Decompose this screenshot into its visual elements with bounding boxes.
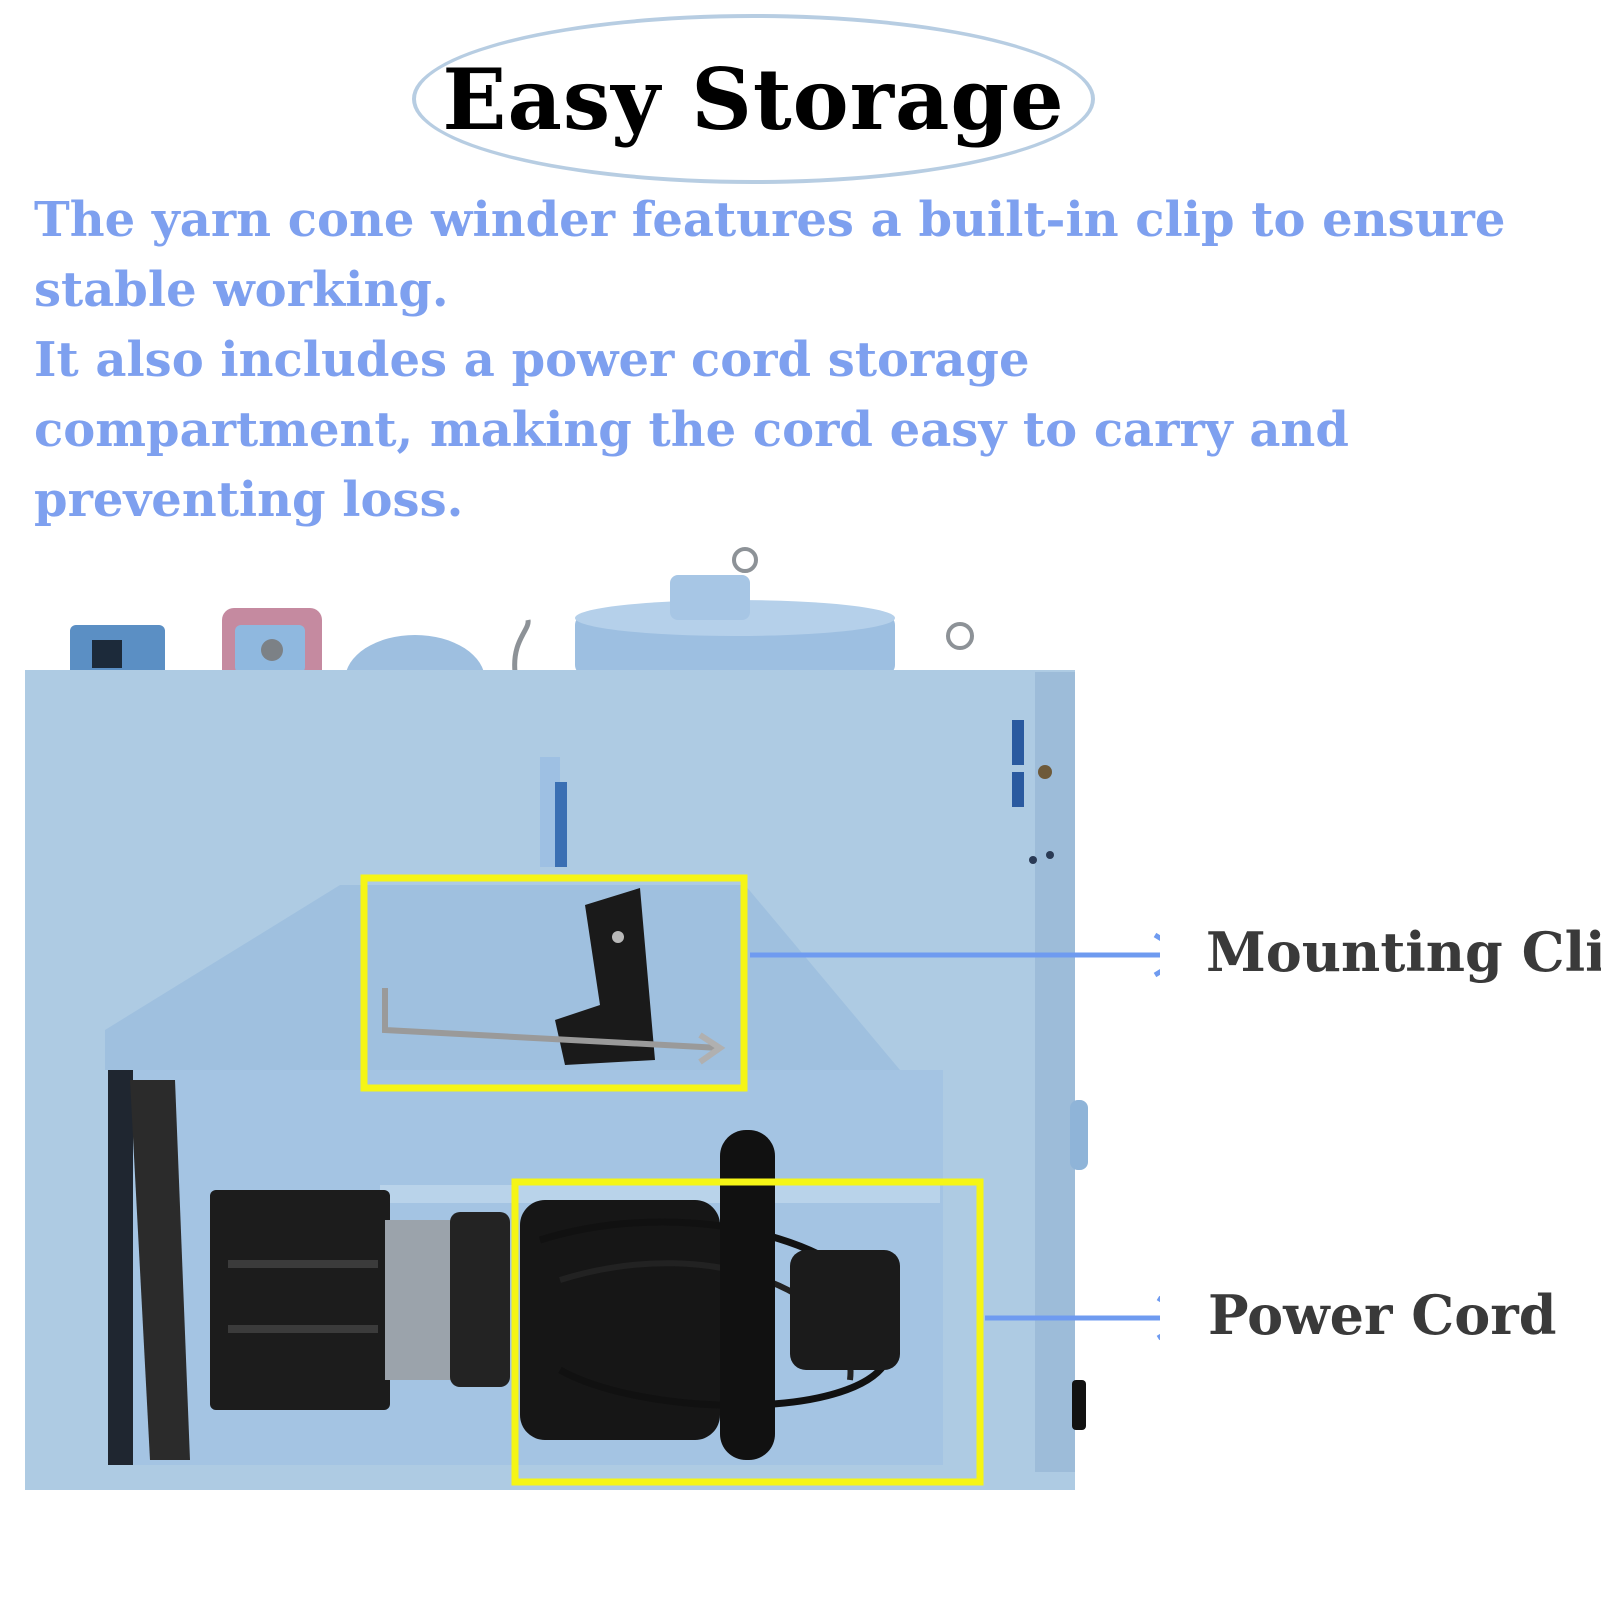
description-line-1: The yarn cone winder features a built-in… xyxy=(34,192,1506,248)
mounting-clip-highlight-box xyxy=(360,874,748,1092)
description-line-4: compartment, making the cord easy to car… xyxy=(34,402,1349,458)
mounting-clip-label: Mounting Clip xyxy=(1206,920,1601,984)
title-oval: Easy Storage xyxy=(412,14,1095,184)
power-cord-arrow xyxy=(985,1295,1160,1341)
description-line-5: preventing loss. xyxy=(34,472,464,528)
description: The yarn cone winder features a built-in… xyxy=(34,185,1554,535)
power-cord-highlight-box xyxy=(511,1178,984,1486)
description-line-2: stable working. xyxy=(34,262,449,318)
power-cord-label: Power Cord xyxy=(1208,1283,1557,1347)
yarn-winder-illustration xyxy=(25,547,1160,1490)
description-line-3: It also includes a power cord storage xyxy=(34,332,1030,388)
winder-body xyxy=(25,670,1088,1490)
mounting-clip-arrow xyxy=(750,932,1160,978)
page-title: Easy Storage xyxy=(442,49,1065,149)
